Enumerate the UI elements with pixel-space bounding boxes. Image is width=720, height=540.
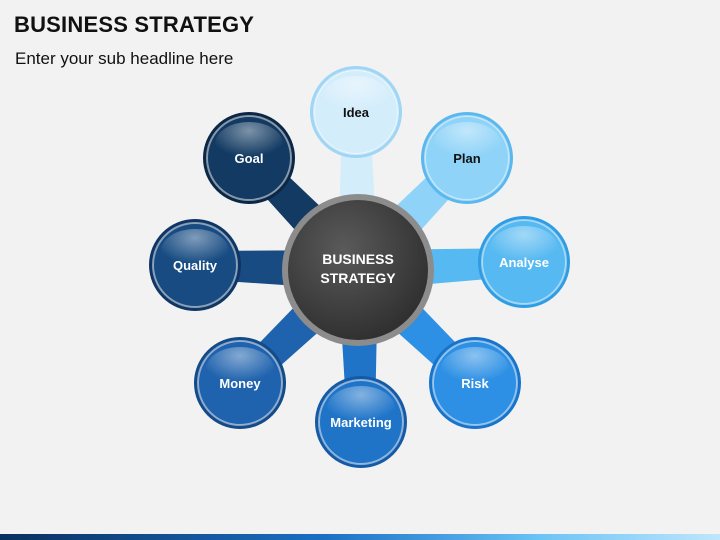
node-analyse: Analyse <box>478 216 570 308</box>
node-shine-plan <box>433 122 501 166</box>
node-shine-analyse <box>490 226 558 270</box>
page-title: BUSINESS STRATEGY <box>14 12 255 37</box>
node-label-analyse: Analyse <box>499 255 549 270</box>
node-label-money: Money <box>219 376 261 391</box>
node-goal: Goal <box>203 112 295 204</box>
node-label-goal: Goal <box>235 151 264 166</box>
footer-bar <box>0 534 720 540</box>
node-shine-marketing <box>327 386 395 430</box>
node-shine-risk <box>441 347 509 391</box>
node-shine-quality <box>161 229 229 273</box>
page-subtitle: Enter your sub headline here <box>15 49 234 68</box>
node-quality: Quality <box>149 219 241 311</box>
hub-label-line1: BUSINESS <box>322 251 394 267</box>
node-label-risk: Risk <box>461 376 489 391</box>
hub-label-line2: STRATEGY <box>320 270 396 286</box>
node-label-idea: Idea <box>343 105 370 120</box>
node-label-marketing: Marketing <box>330 415 391 430</box>
hub-node: BUSINESS STRATEGY <box>282 194 434 346</box>
node-money: Money <box>194 337 286 429</box>
node-plan: Plan <box>421 112 513 204</box>
node-shine-goal <box>215 122 283 166</box>
node-marketing: Marketing <box>315 376 407 468</box>
node-idea: Idea <box>310 66 402 158</box>
node-shine-money <box>206 347 274 391</box>
node-shine-idea <box>322 76 390 120</box>
hub-circle <box>288 200 428 340</box>
node-label-quality: Quality <box>173 258 218 273</box>
node-risk: Risk <box>429 337 521 429</box>
node-label-plan: Plan <box>453 151 481 166</box>
